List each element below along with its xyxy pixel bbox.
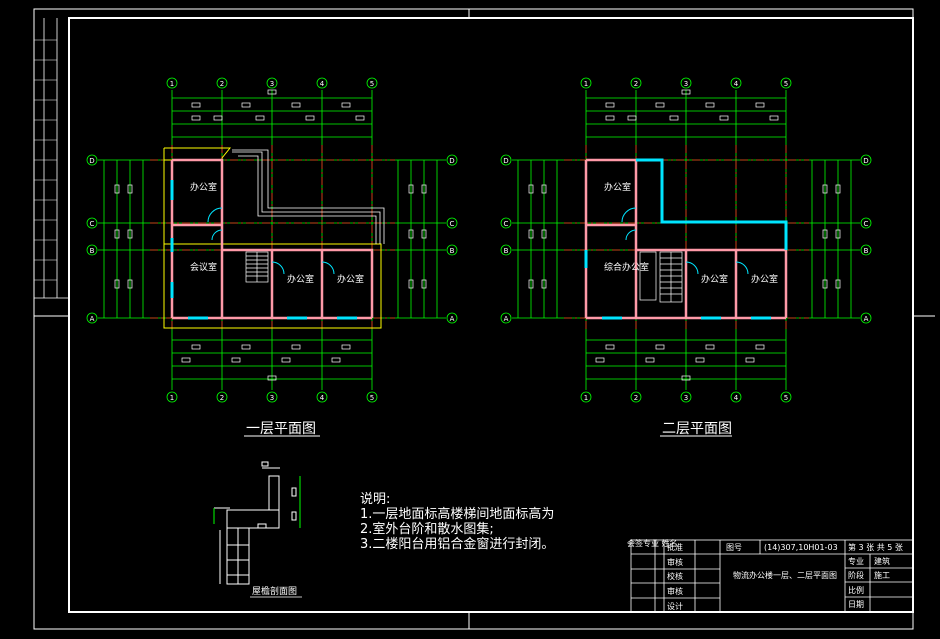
room-label-meeting: 会议室 [190,261,217,273]
room-label-office: 办公室 [337,273,364,285]
axis-label-2: 2 [634,394,638,402]
axis-label-4: 4 [734,394,739,402]
room-label-office: 办公室 [701,273,728,285]
axis-label-d: D [863,157,868,165]
axis-label-1: 1 [170,80,174,88]
axis-label-a: A [90,315,95,323]
axis-label-1: 1 [170,394,174,402]
axis-label-b: B [450,247,455,255]
meta-label-scale: 比例 [848,585,864,595]
axis-label-5: 5 [784,394,788,402]
axis-label-d: D [89,157,94,165]
sign-row-check: 校核 [667,571,683,581]
axis-label-2: 2 [634,80,638,88]
notes-block: 说明: 1.一层地面标高楼梯间地面标高为 2.室外台阶和散水图集; 3.二楼阳台… [360,492,554,552]
plan-1: 1 2 3 4 5 1 2 3 4 5 D C B A D C B A 办公室 … [86,77,458,403]
inner-border [68,17,914,613]
axis-label-1: 1 [584,80,588,88]
axis-label-a: A [450,315,455,323]
binding-strip [34,18,69,317]
notes-line-1: 1.一层地面标高楼梯间地面标高为 [360,507,555,522]
room-label-office: 办公室 [751,273,778,285]
sign-row-approve: 批准 [667,542,683,552]
sign-row-audit: 审核 [667,586,683,596]
axis-label-b: B [864,247,869,255]
axis-label-a: A [864,315,869,323]
org-label: 会签专业 姓名 [627,538,678,548]
axis-label-3: 3 [684,80,688,88]
axis-label-d: D [449,157,454,165]
axis-label-c: C [864,220,869,228]
project-no-label: 图号 [726,543,742,552]
axis-label-5: 5 [370,80,374,88]
axis-label-4: 4 [320,394,325,402]
axis-label-4: 4 [320,80,325,88]
axis-label-b: B [504,247,509,255]
axis-label-3: 3 [270,80,274,88]
plan-2-title: 二层平面图 [662,421,732,437]
notes-line-3: 3.二楼阳台用铝合金窗进行封闭。 [360,537,555,552]
project-no: (14)307,10H01-03 [764,543,838,552]
eave-section [213,461,301,585]
axis-label-c: C [504,220,509,228]
meta-value-discipline: 建筑 [874,556,890,566]
notes-heading: 说明: [360,492,391,507]
meta-value-stage: 施工 [874,570,890,580]
axis-label-a: A [504,315,509,323]
room-label-office: 办公室 [190,181,217,193]
room-label-general-office: 综合办公室 [604,261,649,273]
axis-label-d: D [503,157,508,165]
plan-2: 1 2 3 4 5 1 2 3 4 5 D C B A D C B A 办公室 … [500,77,872,403]
title-block [630,539,914,613]
meta-label-stage: 阶段 [848,570,864,580]
section-title: 屋檐剖面图 [252,585,297,597]
sheet-label: 第 3 张 共 5 张 [848,542,903,552]
axis-label-3: 3 [684,394,688,402]
axis-label-c: C [90,220,95,228]
notes-line-2: 2.室外台阶和散水图集; [360,522,494,537]
axis-label-2: 2 [220,80,224,88]
axis-label-c: C [450,220,455,228]
room-label-office: 办公室 [604,181,631,193]
axis-label-5: 5 [784,80,788,88]
axis-label-4: 4 [734,80,739,88]
axis-label-1: 1 [584,394,588,402]
sheet-title: 物流办公楼一层、二层平面图 [733,570,837,580]
axis-label-b: B [90,247,95,255]
sign-row-design: 设计 [667,601,683,611]
axis-label-3: 3 [270,394,274,402]
axis-label-5: 5 [370,394,374,402]
meta-label-discipline: 专业 [848,556,864,566]
plan-1-title: 一层平面图 [246,421,316,437]
axis-label-2: 2 [220,394,224,402]
room-label-office: 办公室 [287,273,314,285]
sign-row-review: 审核 [667,557,683,567]
meta-label-date: 日期 [848,600,864,609]
